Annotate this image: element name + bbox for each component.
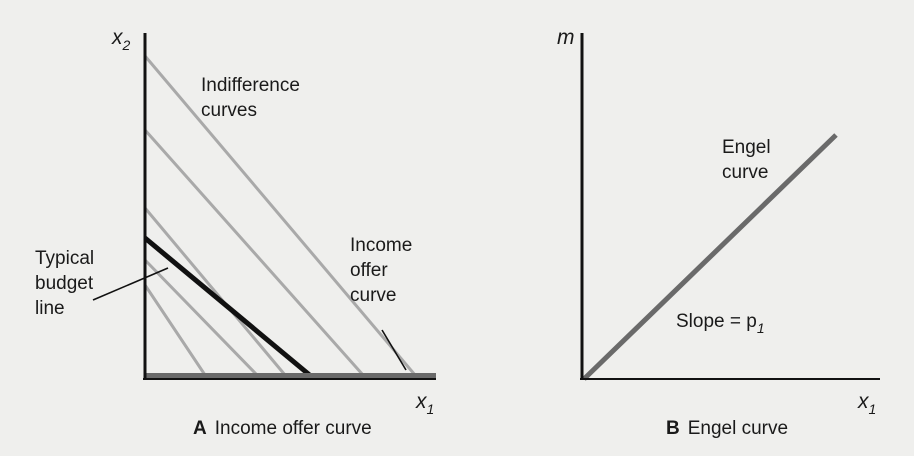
axis-x-label-b: x1 [857,390,876,417]
indifference-curve-1 [143,55,417,376]
axis-y-label-a: x2 [111,26,131,53]
budget-line-label: Typical budget line [35,248,99,319]
indifference-label: Indifference curves [201,75,305,121]
budget-line [143,236,314,379]
axis-x-subscript-b: 1 [869,401,877,417]
offer-leader-line [381,329,407,371]
caption-a-text: Income offer curve [215,418,372,439]
axis-y-label-b: m [557,26,575,49]
engel-curve-label: Engel curve [722,137,776,183]
indifference-curve-2 [143,129,365,376]
axis-x-subscript-a: 1 [427,401,435,417]
panel-a: x2 x1 Indifference curves Typical budget… [35,26,436,439]
indifference-curve-4 [143,258,259,377]
panel-b: m x1 Engel curve Slope = p1 B Engel curve [557,26,880,439]
caption-a: A Income offer curve [193,418,372,439]
axis-y-subscript-a: 2 [122,37,131,53]
budget-leader-line [92,267,169,301]
income-offer-curve-label: Income offer curve [350,235,418,306]
axis-x-label-a: x1 [415,390,434,417]
caption-a-letter: A [193,418,207,439]
caption-b: B Engel curve [666,418,788,439]
slope-label: Slope = p1 [676,311,765,336]
slope-subscript: 1 [757,320,765,336]
indifference-curve-5 [143,284,207,376]
engel-curve [582,133,838,381]
caption-b-text: Engel curve [688,418,788,439]
caption-b-letter: B [666,418,680,439]
indifference-curve-3 [143,207,287,376]
